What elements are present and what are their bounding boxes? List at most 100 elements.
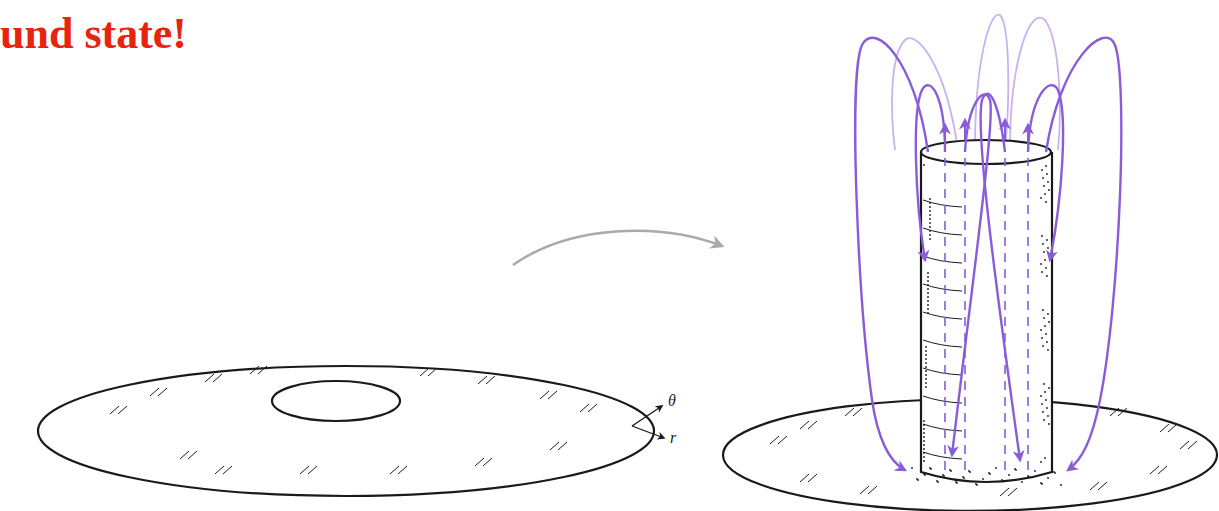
stipple-dot [1041, 271, 1043, 273]
stipple-dot [936, 480, 938, 482]
surface-hatch [808, 421, 817, 429]
surface-hatch [258, 366, 267, 374]
surface-hatch [868, 486, 877, 494]
stipple-dot [1027, 475, 1029, 477]
surface-hatch [1118, 408, 1127, 416]
stipple-dot [916, 478, 918, 480]
surface-hatch [540, 391, 549, 399]
surface-hatch [475, 458, 484, 466]
stipple-dot [929, 202, 931, 204]
stipple-dot [930, 468, 932, 470]
stipple-dot [1044, 193, 1046, 195]
stipple-dot [1045, 399, 1047, 401]
stipple-dot [950, 470, 952, 472]
stipple-dot [1043, 317, 1045, 319]
field-line-arrow [1027, 125, 1029, 145]
stipple-dot [917, 479, 919, 481]
surface-hatch [800, 474, 809, 482]
surface-hatch [588, 404, 597, 412]
stipple-dot [1021, 481, 1023, 483]
coordinate-label: r [670, 430, 676, 446]
stipple-dot [927, 272, 929, 274]
field-line [916, 85, 945, 260]
stipple-dot [1034, 470, 1036, 472]
stipple-dot [1042, 177, 1044, 179]
stipple-dot [1048, 189, 1050, 191]
stipple-dot [1028, 476, 1030, 478]
surface-hatch [800, 421, 809, 429]
stipple-dot [1053, 471, 1055, 473]
stipple-dot [1045, 267, 1047, 269]
stipple-dot [927, 296, 929, 298]
stipple-dot [929, 238, 931, 240]
coordinate-arrow [632, 426, 664, 438]
stipple-dot [1047, 181, 1049, 183]
field-line [981, 94, 1020, 460]
surface-hatch [778, 436, 787, 444]
surface-hatch [860, 486, 869, 494]
surface-hatch [483, 458, 492, 466]
field-line [952, 94, 991, 455]
surface-hatch [398, 466, 407, 474]
stipple-dot [976, 484, 978, 486]
surface-hatch [1000, 488, 1009, 496]
cylinder-ring [923, 452, 962, 459]
surface-hatch [205, 374, 214, 382]
field-line-arrow [944, 125, 946, 145]
stipple-dot [1047, 247, 1049, 249]
stipple-dot [1048, 387, 1050, 389]
stipple-dot [927, 304, 929, 306]
heading: und state! [0, 12, 187, 56]
cylinder-ring [923, 200, 962, 207]
stipple-dot [925, 358, 927, 360]
surface-hatch [158, 388, 167, 396]
stipple-dot [925, 374, 927, 376]
stipple-dot [929, 218, 931, 220]
stipple-dot [963, 477, 965, 479]
surface-hatch [250, 366, 259, 374]
surface-hatch [486, 376, 495, 384]
stipple-dot [929, 226, 931, 228]
stipple-dot [1046, 275, 1048, 277]
field-line-arrow [1004, 120, 1006, 140]
stipple-dot [942, 474, 944, 476]
stipple-dot [1008, 474, 1010, 476]
stipple-dot [949, 469, 951, 471]
stipple-dot [927, 300, 929, 302]
surface-hatch [1168, 424, 1177, 432]
stipple-dot [1046, 239, 1048, 241]
stipple-dot [1043, 383, 1045, 385]
cylinder-ring [923, 340, 962, 347]
stipple-dot [1041, 235, 1043, 237]
stipple-dot [923, 440, 925, 442]
surface-hatch [150, 388, 159, 396]
annulus-outer-edge [38, 366, 654, 496]
internal-field-line [1004, 158, 1006, 470]
surface-hatch [1110, 408, 1119, 416]
surface-hatch [390, 466, 399, 474]
stipple-dot [929, 222, 931, 224]
stipple-dot [929, 210, 931, 212]
stipple-dot [929, 198, 931, 200]
stipple-dot [925, 362, 927, 364]
stipple-dot [1048, 423, 1050, 425]
stipple-dot [1040, 197, 1042, 199]
surface-hatch [420, 368, 429, 376]
stipple-dot [1041, 337, 1043, 339]
stipple-dot [925, 382, 927, 384]
surface-hatch [1188, 441, 1197, 449]
stipple-dot [1047, 477, 1049, 479]
stipple-dot [988, 472, 990, 474]
stipple-dot [1047, 313, 1049, 315]
stipple-dot [1041, 169, 1043, 171]
stipple-dot [923, 456, 925, 458]
stipple-dot [1044, 457, 1046, 459]
cylinder-ring [923, 256, 962, 263]
stipple-dot [1043, 251, 1045, 253]
stipple-dot [1001, 479, 1003, 481]
surface-hatch [558, 442, 567, 450]
stipple-dot [1046, 173, 1048, 175]
surface-hatch [300, 466, 309, 474]
surface-hatch [213, 374, 222, 382]
